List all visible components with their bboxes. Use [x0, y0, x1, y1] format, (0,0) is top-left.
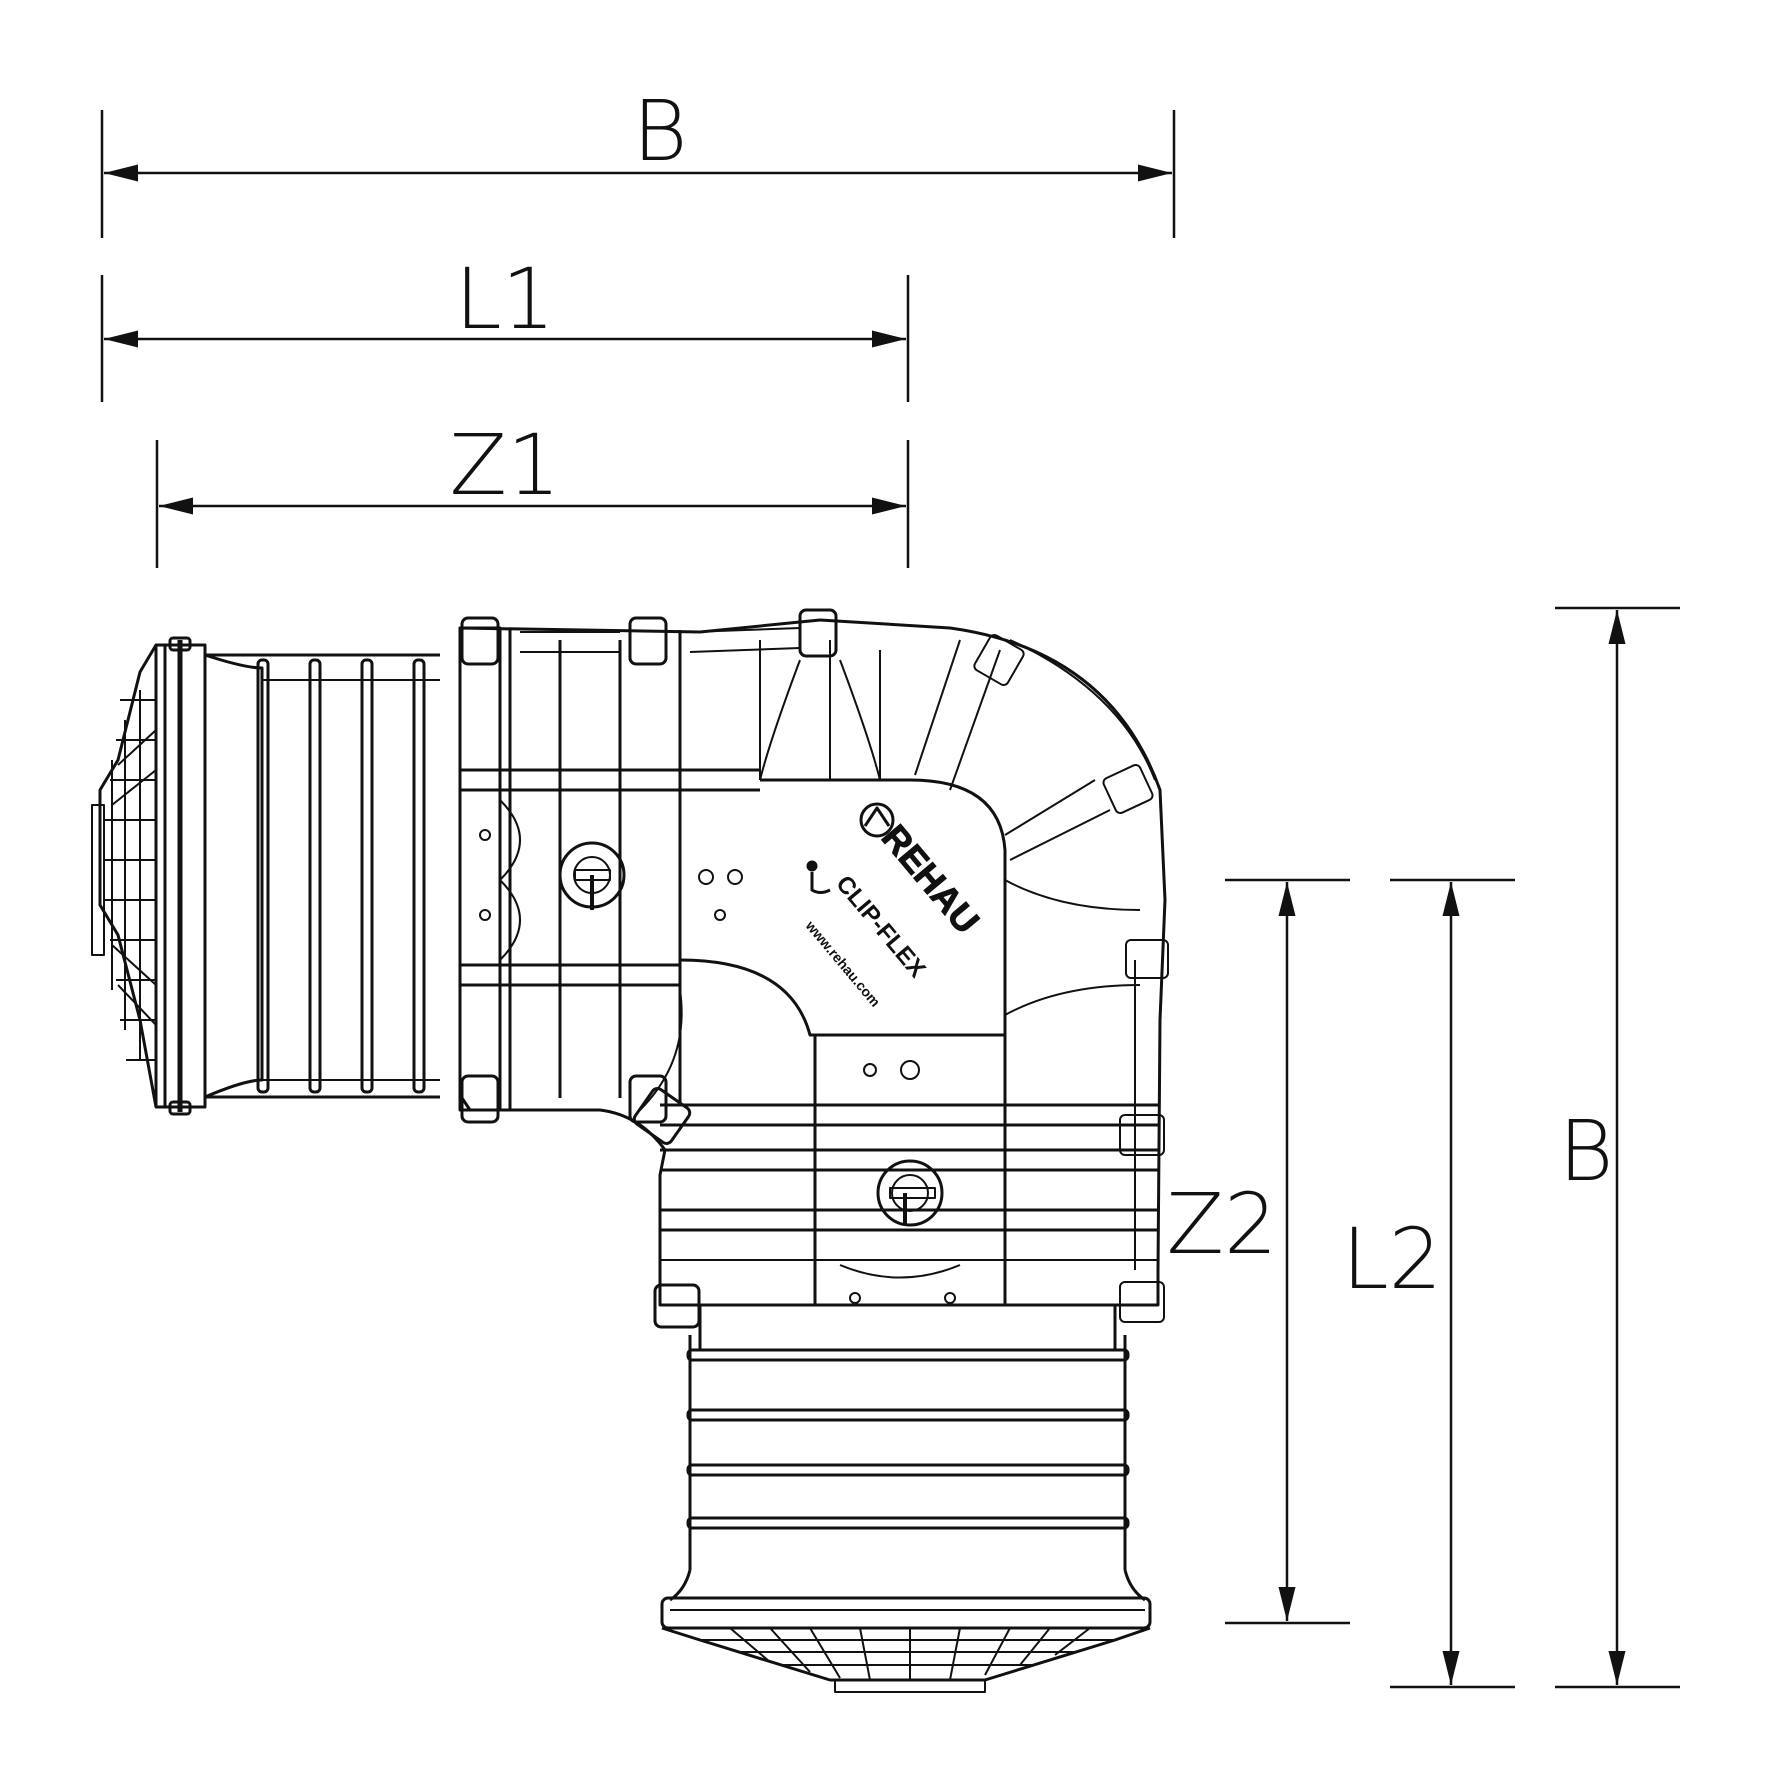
dimension-b-right — [1555, 606, 1680, 1689]
elbow-fitting — [91, 608, 1169, 1693]
left-spigot — [204, 653, 440, 1099]
dimension-z1 — [155, 440, 910, 568]
right-collar — [1004, 879, 1169, 1323]
dimension-b-top — [100, 110, 1176, 238]
left-end-cap — [91, 636, 207, 1116]
dimension-z2 — [1225, 878, 1350, 1625]
inner-elbow-curve — [760, 778, 1007, 1035]
dimension-z2-label: Z2 — [1167, 1175, 1278, 1273]
dimension-b-right-label: B — [1558, 1102, 1613, 1200]
left-collar — [458, 608, 838, 1124]
left-bolt — [558, 841, 626, 910]
elbow-body-outline — [458, 618, 1167, 1307]
lower-spigot — [669, 1305, 1146, 1602]
lower-end-cap — [660, 1596, 1152, 1693]
clip-flex-icon — [806, 860, 831, 894]
dimension-b-top-label: B — [632, 82, 687, 180]
dimension-l1-label: L1 — [455, 250, 555, 348]
dimension-z1-label: Z1 — [450, 416, 561, 514]
rehau-logo-icon — [859, 802, 895, 838]
dimension-l2 — [1390, 878, 1515, 1689]
top-ribs — [520, 627, 1156, 861]
product-marking: REHAU CLIP-FLEX www.rehau.com — [802, 816, 988, 1009]
dimension-l1 — [100, 275, 910, 402]
lower-collar — [632, 1035, 1158, 1329]
dimension-l2-label: L2 — [1342, 1210, 1442, 1308]
lower-bolt — [876, 1159, 944, 1227]
